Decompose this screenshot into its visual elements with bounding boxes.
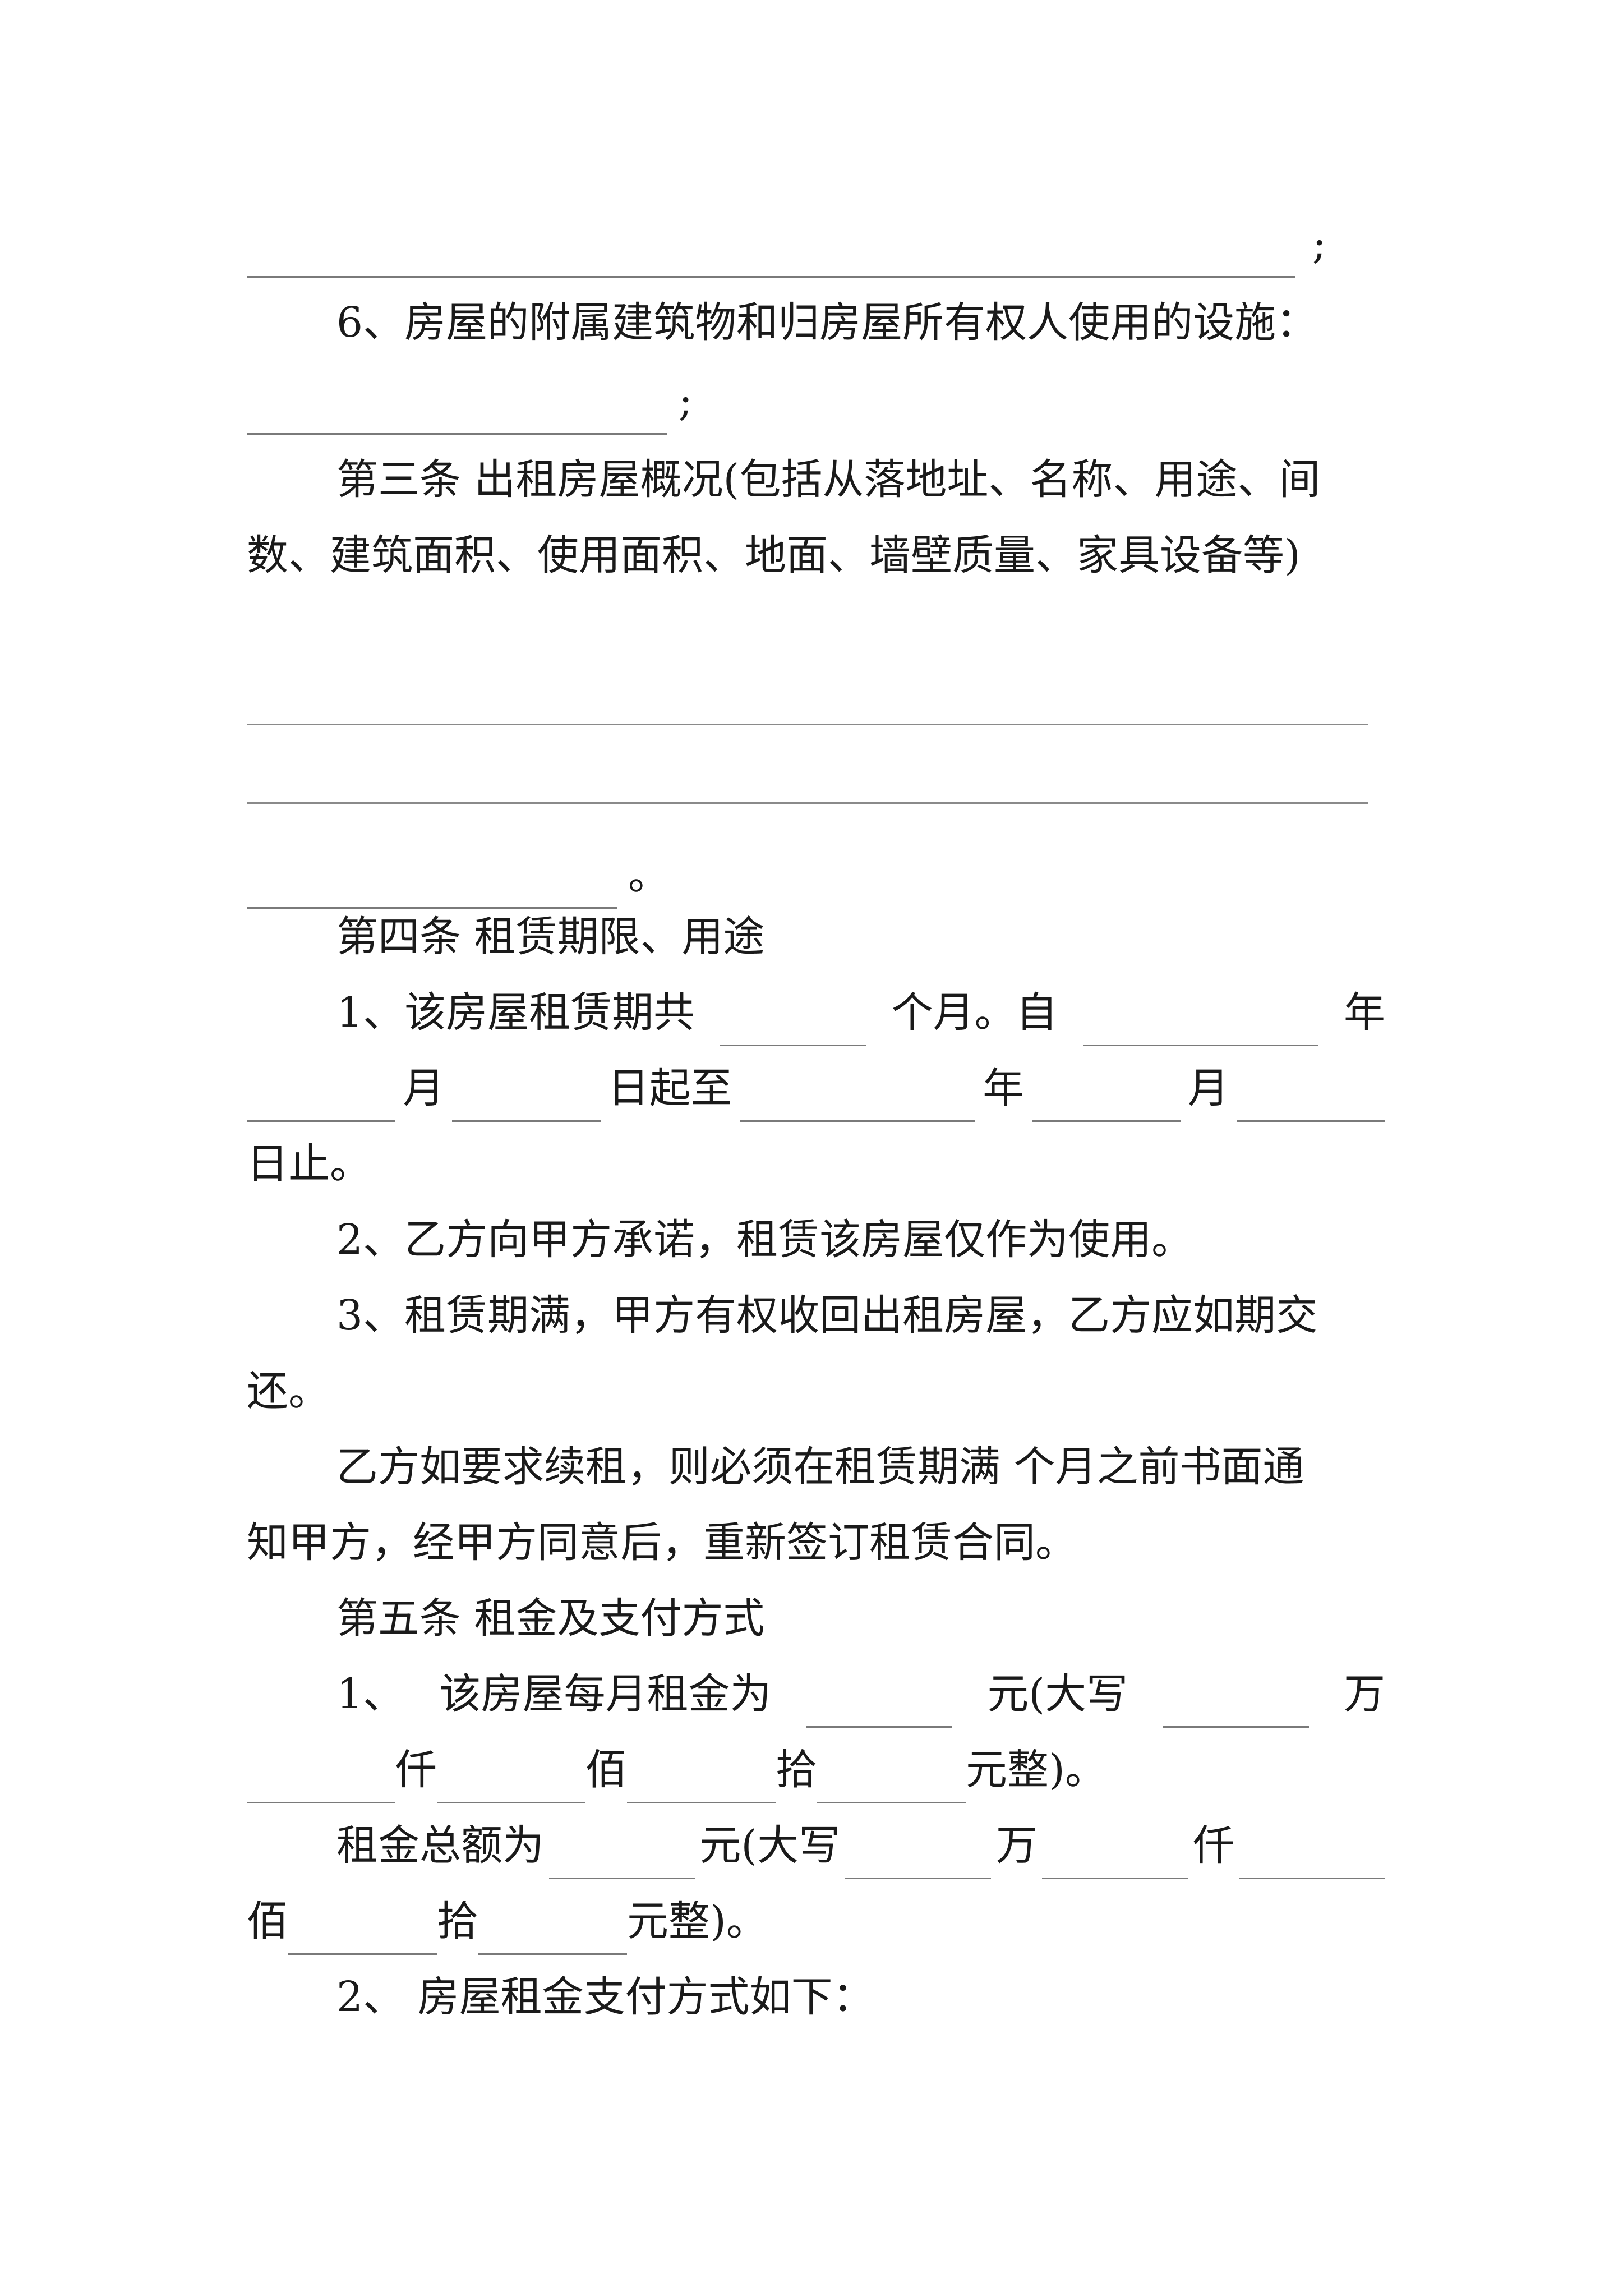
article3-end-mark: 。 xyxy=(628,851,670,899)
article5-item1-text-h: 元整)。 xyxy=(966,1746,1106,1794)
article3-heading-line2: 数、建筑面积、使用面积、地面、墙壁质量、家具设备等) xyxy=(247,531,1301,579)
article4-item1-text-g: 月 xyxy=(1187,1064,1229,1112)
article5-item1-text-e: 仟 xyxy=(395,1746,437,1794)
monthly-rent-shi-blank[interactable] xyxy=(627,1752,776,1803)
article4-renewal-line2: 知甲方，经甲方同意后，重新签订租赁合同。 xyxy=(247,1519,1077,1567)
article4-item3-line2: 还。 xyxy=(247,1367,330,1415)
start-year-blank[interactable] xyxy=(1082,995,1318,1046)
item5-end-mark: ; xyxy=(1312,220,1326,268)
article5-item1-text-g: 拾 xyxy=(776,1746,817,1794)
article5-total-text-d: 仟 xyxy=(1193,1821,1235,1870)
article5-item1-text-b: 该房屋每月租金为 xyxy=(439,1670,772,1718)
article4-item1-text-f: 年 xyxy=(983,1064,1025,1112)
article5-title: 第五条 租金及支付方式 xyxy=(336,1594,765,1642)
article5-total-text-a: 租金总额为 xyxy=(336,1821,544,1870)
total-rent-shi-blank[interactable] xyxy=(288,1904,437,1955)
start-day-blank[interactable] xyxy=(451,1071,601,1122)
article4-item2: 2、乙方向甲方承诺，租赁该房屋仅作为使用。 xyxy=(336,1216,1193,1264)
article5-item1-text-c: 元(大写 xyxy=(987,1670,1128,1718)
monthly-rent-bai-blank[interactable] xyxy=(437,1752,585,1803)
monthly-rent-yuan-blank[interactable] xyxy=(817,1752,966,1803)
article4-item1-text-c: 年 xyxy=(1343,988,1385,1037)
item5-tail-line: ; xyxy=(247,210,1385,278)
article3-tail-line: 。 xyxy=(247,841,1385,909)
article5-item1-text-a: 1、 xyxy=(336,1670,405,1718)
article4-item1-text-d: 月 xyxy=(403,1064,445,1112)
article5-item1-text-d: 万 xyxy=(1344,1670,1385,1718)
article4-item1-text-b: 个月。自 xyxy=(891,988,1058,1037)
article5-total-text-e: 佰 xyxy=(247,1897,288,1945)
total-rent-qian-blank[interactable] xyxy=(1042,1828,1188,1879)
monthly-rent-qian-blank[interactable] xyxy=(247,1752,395,1803)
article5-total-text-b: 元(大写 xyxy=(699,1821,841,1870)
total-rent-yuan-blank[interactable] xyxy=(478,1904,627,1955)
article4-title: 第四条 租赁期限、用途 xyxy=(336,913,765,961)
article5-total-text-f: 拾 xyxy=(437,1897,478,1945)
article5-total-text-g: 元整)。 xyxy=(627,1897,768,1945)
item6-end-mark: ; xyxy=(679,377,693,425)
article5-item1-line2: 仟 佰 拾 元整)。 xyxy=(247,1736,1385,1803)
article3-heading-line1: 第三条 出租房屋概况(包括从落地址、名称、用途、间 xyxy=(336,455,1321,504)
item6-blank[interactable] xyxy=(247,384,667,435)
article5-item2: 2、 房屋租金支付方式如下： xyxy=(336,1973,874,2021)
article4-item1-text-e: 日起至 xyxy=(607,1064,732,1112)
article4-item1-line2: 月 日起至 年 月 xyxy=(247,1055,1385,1122)
article4-item3-line1: 3、租赁期满，甲方有权收回出租房屋，乙方应如期交 xyxy=(336,1291,1318,1340)
item6-label: 6、房屋的附属建筑物和归房屋所有权人使用的设施： xyxy=(336,298,1318,347)
article4-item1-line3: 日止。 xyxy=(247,1140,371,1188)
article5-total-text-c: 万 xyxy=(995,1821,1038,1870)
article5-total-line2: 佰 拾 元整)。 xyxy=(247,1888,1385,1955)
total-rent-bai-blank[interactable] xyxy=(1239,1828,1385,1879)
end-month-blank[interactable] xyxy=(1031,1071,1181,1122)
item6-tail-line: ; xyxy=(247,367,1385,435)
article4-item1-text-a: 1、该房屋租赁期共 xyxy=(336,988,695,1037)
article3-blank-line2[interactable] xyxy=(247,802,1368,804)
article3-blank-line3[interactable] xyxy=(247,858,617,909)
monthly-rent-wan-blank[interactable] xyxy=(1163,1677,1309,1728)
end-day-blank[interactable] xyxy=(1237,1071,1385,1122)
article5-item1-text-f: 佰 xyxy=(585,1746,627,1794)
article5-total-line1: 租金总额为 元(大写 万 仟 xyxy=(336,1812,1385,1879)
article4-renewal-line1: 乙方如要求续租，则必须在租赁期满 个月之前书面通 xyxy=(336,1443,1304,1491)
monthly-rent-blank[interactable] xyxy=(806,1677,952,1728)
total-rent-blank[interactable] xyxy=(548,1828,695,1879)
article4-item1-line1: 1、该房屋租赁期共 个月。自 年 xyxy=(336,979,1385,1046)
item5-blank[interactable] xyxy=(247,227,1295,278)
article5-item1-line1: 1、 该房屋每月租金为 元(大写 万 xyxy=(336,1660,1385,1728)
lease-months-blank[interactable] xyxy=(720,995,866,1046)
start-month-blank[interactable] xyxy=(247,1071,395,1122)
article3-blank-line1[interactable] xyxy=(247,724,1368,725)
end-year-blank[interactable] xyxy=(740,1071,975,1122)
total-rent-wan-blank[interactable] xyxy=(845,1828,992,1879)
